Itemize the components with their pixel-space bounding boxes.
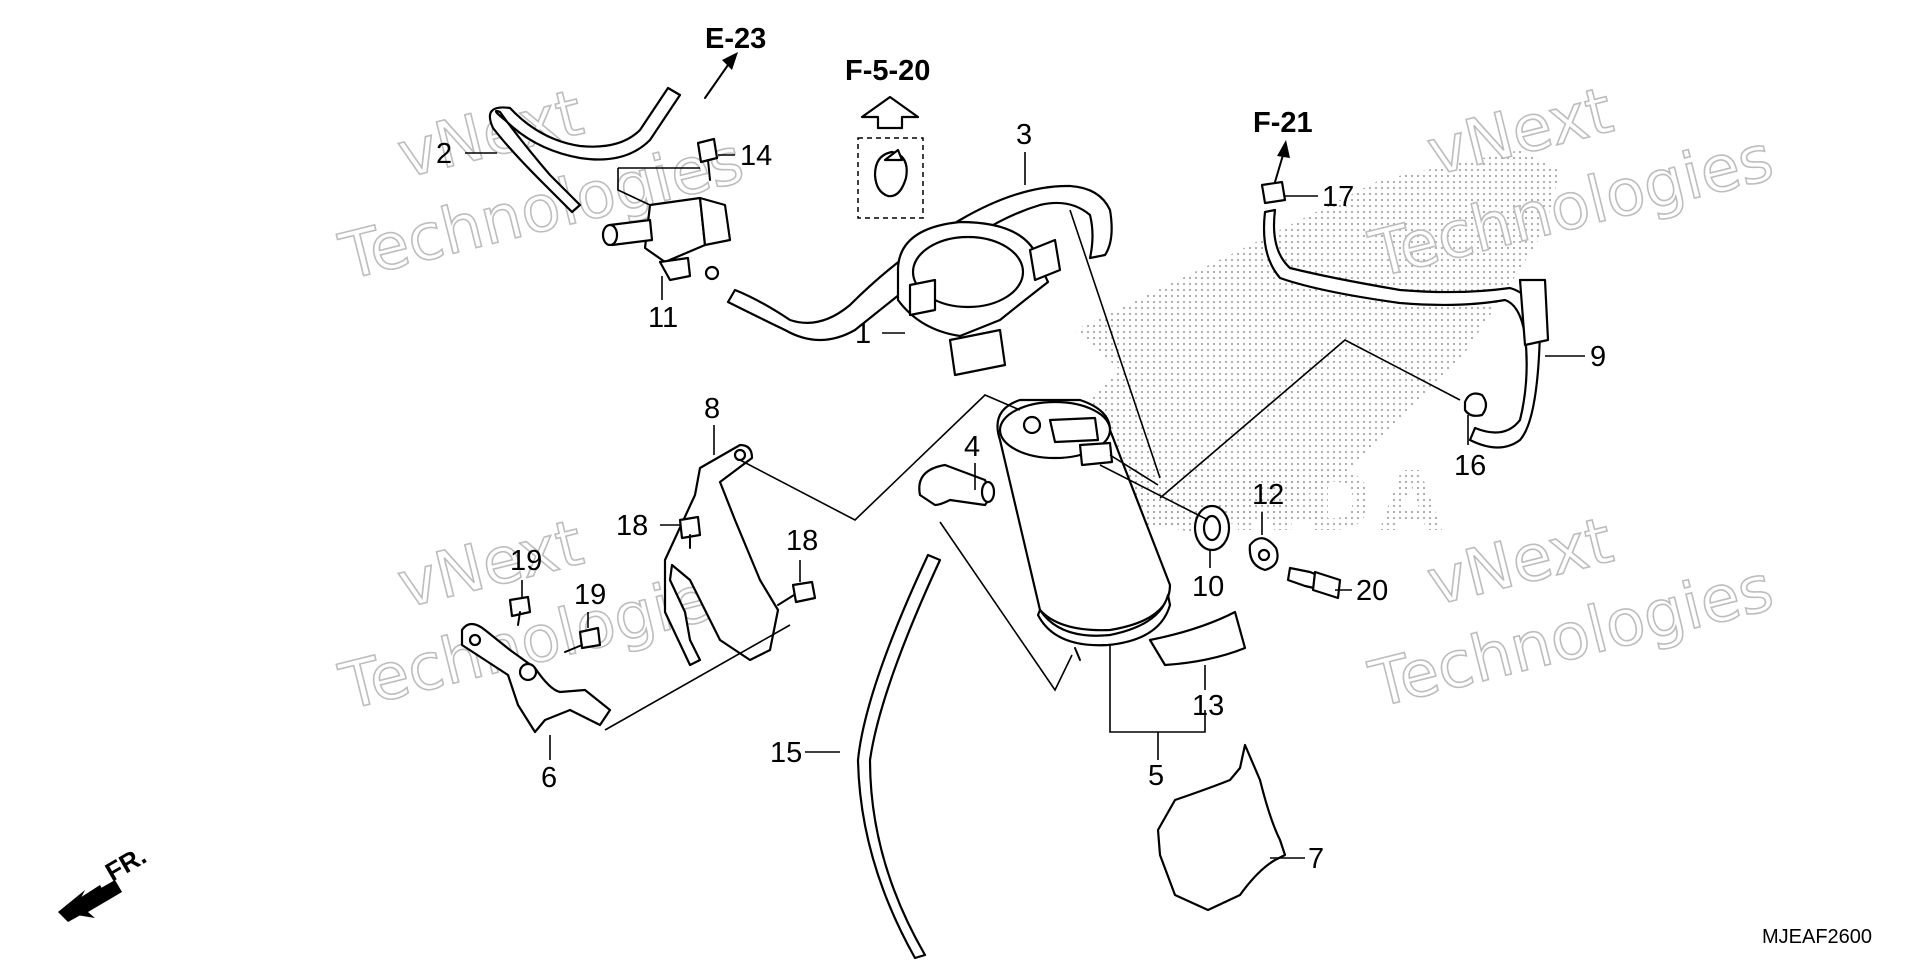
diagram-code: MJEAF2600: [1762, 926, 1872, 948]
ref-e23-arrow: [704, 52, 738, 99]
tube-15: [856, 553, 942, 960]
callout-19b: 19: [574, 579, 606, 611]
bracket-6: [460, 622, 612, 734]
callout-8: 8: [704, 393, 720, 425]
clamp-17: [1260, 180, 1287, 205]
ref-e23-label: E-23: [705, 23, 766, 55]
callout-4: 4: [964, 431, 980, 463]
callout-13: 13: [1192, 690, 1224, 722]
callout-15: 15: [770, 737, 802, 769]
callout-18b: 18: [786, 525, 818, 557]
solenoid-valve-11: [601, 196, 732, 282]
callout-14: 14: [740, 140, 772, 172]
clamp-16: [1463, 392, 1488, 417]
watermark-top-right: vNext Technologies: [1362, 73, 1781, 294]
ref-f520-label: F-5-20: [845, 55, 930, 87]
bolt-18a: [678, 515, 702, 549]
front-direction-arrow-icon: FR.: [58, 840, 151, 922]
front-direction-label: FR.: [100, 840, 151, 887]
clamp-detail-box: [857, 137, 924, 219]
leader-lines: [465, 152, 1585, 859]
bracket-1: [896, 220, 1062, 377]
up-arrow-icon: [860, 95, 920, 130]
callout-6: 6: [541, 762, 557, 794]
callout-labels: 1 2 3 4 5 6 7 8 9 10 11 12 13 14 15 16 1…: [436, 119, 1606, 875]
callout-7: 7: [1308, 843, 1324, 875]
callout-12: 12: [1252, 479, 1284, 511]
bolt-18b: [777, 580, 817, 606]
washer-12: [1248, 537, 1279, 572]
ref-f21-label: F-21: [1253, 107, 1313, 139]
callout-3: 3: [1016, 119, 1032, 151]
callout-20: 20: [1356, 575, 1388, 607]
elbow-hose-4: [918, 463, 994, 507]
bolt-19b: [564, 626, 602, 653]
pad-13: [1148, 610, 1247, 667]
callout-16: 16: [1454, 450, 1486, 482]
canister-5: [996, 398, 1172, 661]
hose-2: [488, 86, 682, 214]
callout-18a: 18: [616, 510, 648, 542]
hose-9: [1262, 208, 1542, 449]
grommet-10: [1193, 504, 1231, 552]
callout-9: 9: [1590, 341, 1606, 373]
callout-5: 5: [1148, 760, 1164, 792]
bolt-14: [696, 137, 719, 181]
callout-2: 2: [436, 138, 452, 170]
hose-9-sleeve: [1518, 278, 1550, 347]
ref-f21-arrow: [1274, 140, 1290, 183]
bracket-8: [663, 443, 780, 667]
callout-17: 17: [1322, 181, 1354, 213]
cover-7: [1156, 743, 1287, 912]
callout-11: 11: [648, 302, 678, 334]
callout-10: 10: [1192, 571, 1224, 603]
callout-1: 1: [855, 318, 871, 350]
callout-19a: 19: [510, 545, 542, 577]
bolt-20: [1286, 566, 1342, 600]
